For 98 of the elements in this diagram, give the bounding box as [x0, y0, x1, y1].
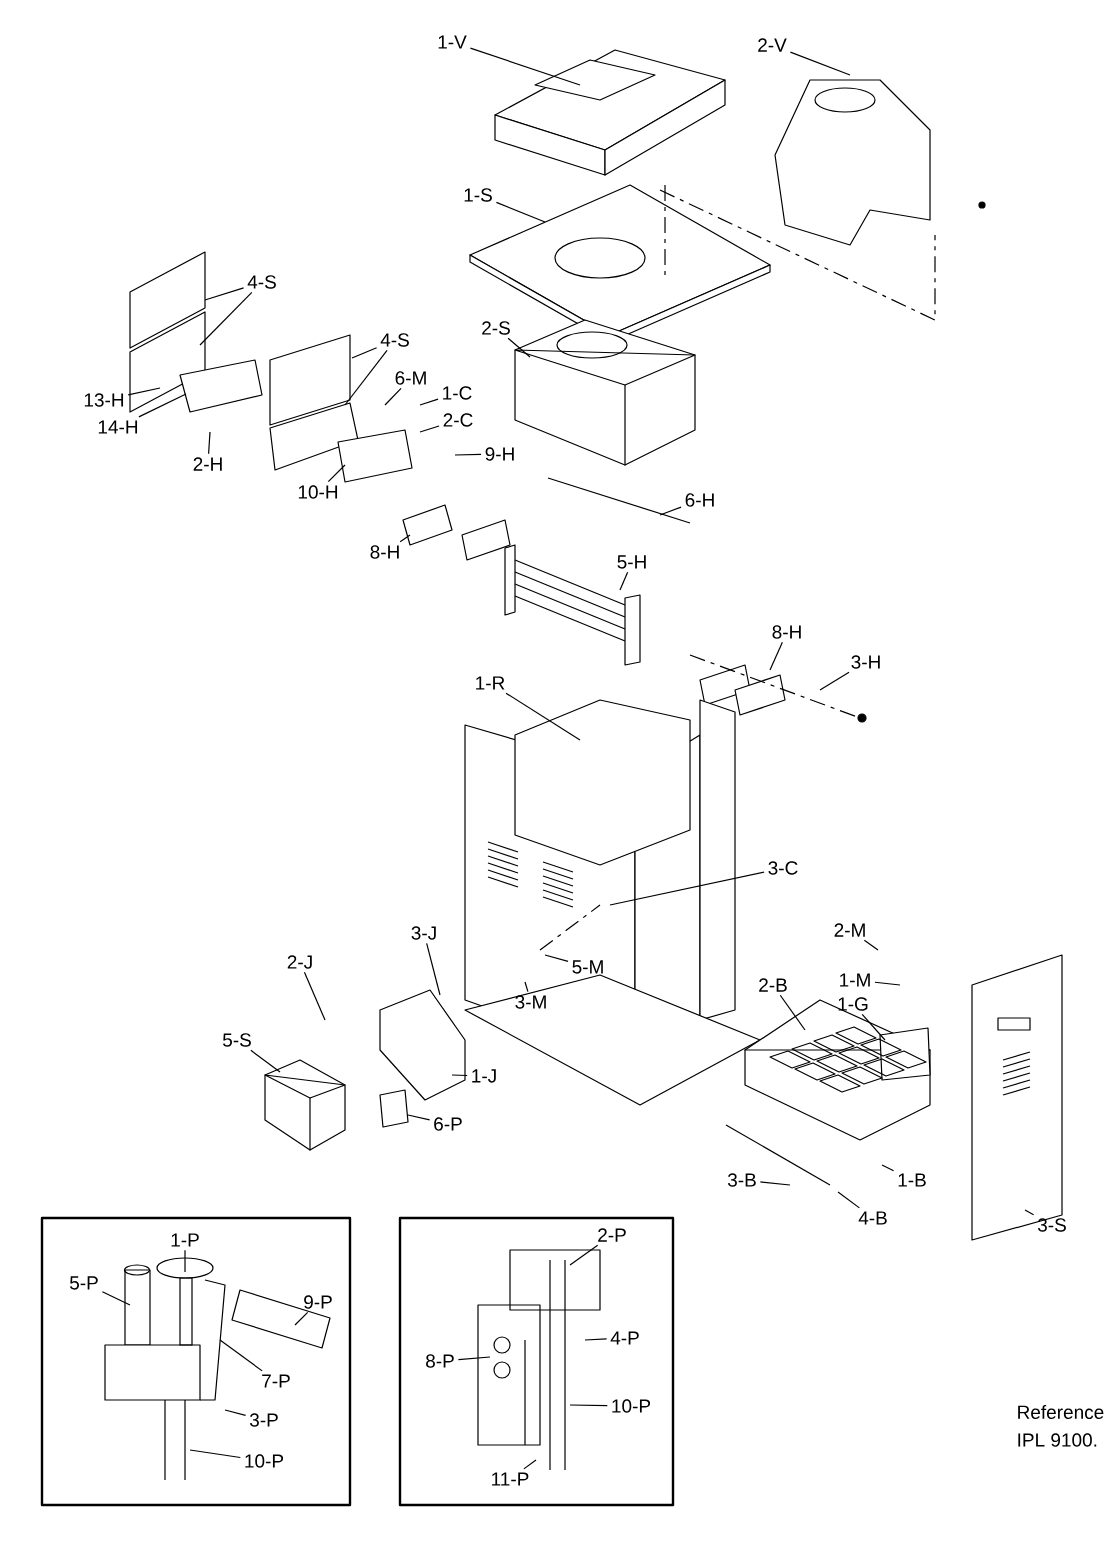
leader-line [619, 571, 629, 591]
leader-line [294, 1311, 309, 1326]
leader-line [399, 534, 411, 543]
leader-line [569, 1404, 608, 1407]
leader-line [250, 1049, 281, 1073]
callout-number: 8-H [772, 625, 801, 639]
callout-number: 1-S [464, 188, 492, 202]
callout-number: 2-B [759, 978, 787, 992]
leader-line [524, 981, 529, 993]
reference-note: Reference [1018, 1405, 1104, 1419]
callout-number: 8-H [370, 545, 399, 559]
callout-number: 2-J [287, 955, 312, 969]
leader-line [769, 641, 783, 671]
leader-line [351, 347, 378, 359]
leader-line [659, 506, 682, 516]
leader-line [327, 464, 346, 483]
callout-number: 10-P [245, 1454, 284, 1468]
leader-line [1024, 1209, 1035, 1216]
leader-line [819, 671, 850, 691]
reference-note: IPL 9100. [1018, 1433, 1097, 1447]
callout-number: 1-B [898, 1173, 926, 1187]
leader-line [457, 1356, 491, 1361]
leader-line [863, 939, 879, 951]
callout-number: 3-S [1037, 1218, 1066, 1232]
leader-line [779, 994, 806, 1031]
callout-number: 4-S [380, 333, 409, 347]
callout-number: 3-B [727, 1173, 756, 1187]
leader-line [419, 425, 440, 433]
callout-number: 3-C [768, 861, 798, 875]
callout-number: 1-V [438, 35, 467, 49]
leader-line [407, 1114, 431, 1121]
leader-line [759, 1181, 791, 1186]
leader-line [609, 871, 765, 906]
leader-line [184, 1249, 186, 1273]
callout-number: 6-M [395, 371, 426, 385]
callout-number: 3-H [851, 655, 880, 669]
leader-line [426, 942, 441, 996]
callout-number: 4-P [610, 1331, 639, 1345]
callout-number: 3-J [411, 926, 436, 940]
callout-number: 11-P [492, 1472, 529, 1486]
callout-number: 5-M [572, 960, 603, 974]
callout-number: 1-C [443, 386, 472, 400]
leader-line [138, 393, 187, 418]
callout-number: 3-M [515, 995, 546, 1009]
leader-line [469, 47, 581, 86]
leader-line [507, 337, 531, 358]
leader-line [861, 1013, 886, 1041]
callout-number: 5-P [69, 1276, 98, 1290]
leader-line [127, 387, 161, 396]
leader-line [789, 51, 851, 76]
callout-number: 4-B [858, 1211, 887, 1225]
leader-line [584, 1338, 608, 1341]
leader-line [189, 1449, 241, 1459]
leader-line [101, 1291, 131, 1306]
leader-line [569, 1244, 599, 1266]
callout-number: 6-P [434, 1117, 462, 1131]
callout-number: 1-P [171, 1233, 199, 1247]
callout-number: 1-R [476, 676, 505, 690]
leader-line [384, 387, 402, 406]
leader-line [204, 287, 245, 301]
leader-line [495, 201, 546, 223]
callout-number: 10-H [298, 485, 338, 499]
leader-line [224, 1409, 247, 1416]
leader-line [837, 1191, 860, 1209]
leader-line [344, 349, 388, 406]
leader-line [505, 692, 581, 741]
callout-number: 2-P [598, 1228, 626, 1242]
callout-number: 13-H [84, 393, 124, 407]
callout-number: 9-H [485, 447, 514, 461]
callout-number: 5-S [222, 1033, 251, 1047]
callout-number: 1-G [838, 997, 868, 1011]
callout-number: 1-M [840, 973, 870, 987]
leader-line [419, 398, 439, 406]
leader-line [544, 954, 569, 963]
leader-line [208, 431, 211, 455]
callout-number: 5-H [617, 555, 646, 569]
leader-line [219, 1339, 263, 1372]
callout-number: 3-P [249, 1413, 278, 1427]
callout-number: 9-P [304, 1295, 332, 1309]
callout-number: 14-H [98, 420, 138, 434]
callout-number: 1-J [472, 1069, 496, 1083]
leader-line [523, 1459, 537, 1470]
callout-number: 7-P [262, 1374, 290, 1388]
callout-number: 2-V [758, 38, 787, 52]
callout-number: 8-P [426, 1354, 454, 1368]
leader-line [874, 981, 901, 986]
callout-number: 2-S [482, 321, 510, 335]
callout-number: 2-M [834, 923, 865, 937]
leader-line [451, 1074, 468, 1077]
callout-number: 10-P [612, 1399, 651, 1413]
callout-number: 2-C [443, 413, 473, 427]
callout-number: 2-H [193, 457, 222, 471]
callout-number: 6-H [685, 493, 714, 507]
leader-line [199, 291, 253, 346]
leader-line [881, 1164, 895, 1172]
leader-line [454, 453, 482, 456]
leader-line [303, 971, 326, 1021]
callout-number: 4-S [247, 275, 276, 289]
